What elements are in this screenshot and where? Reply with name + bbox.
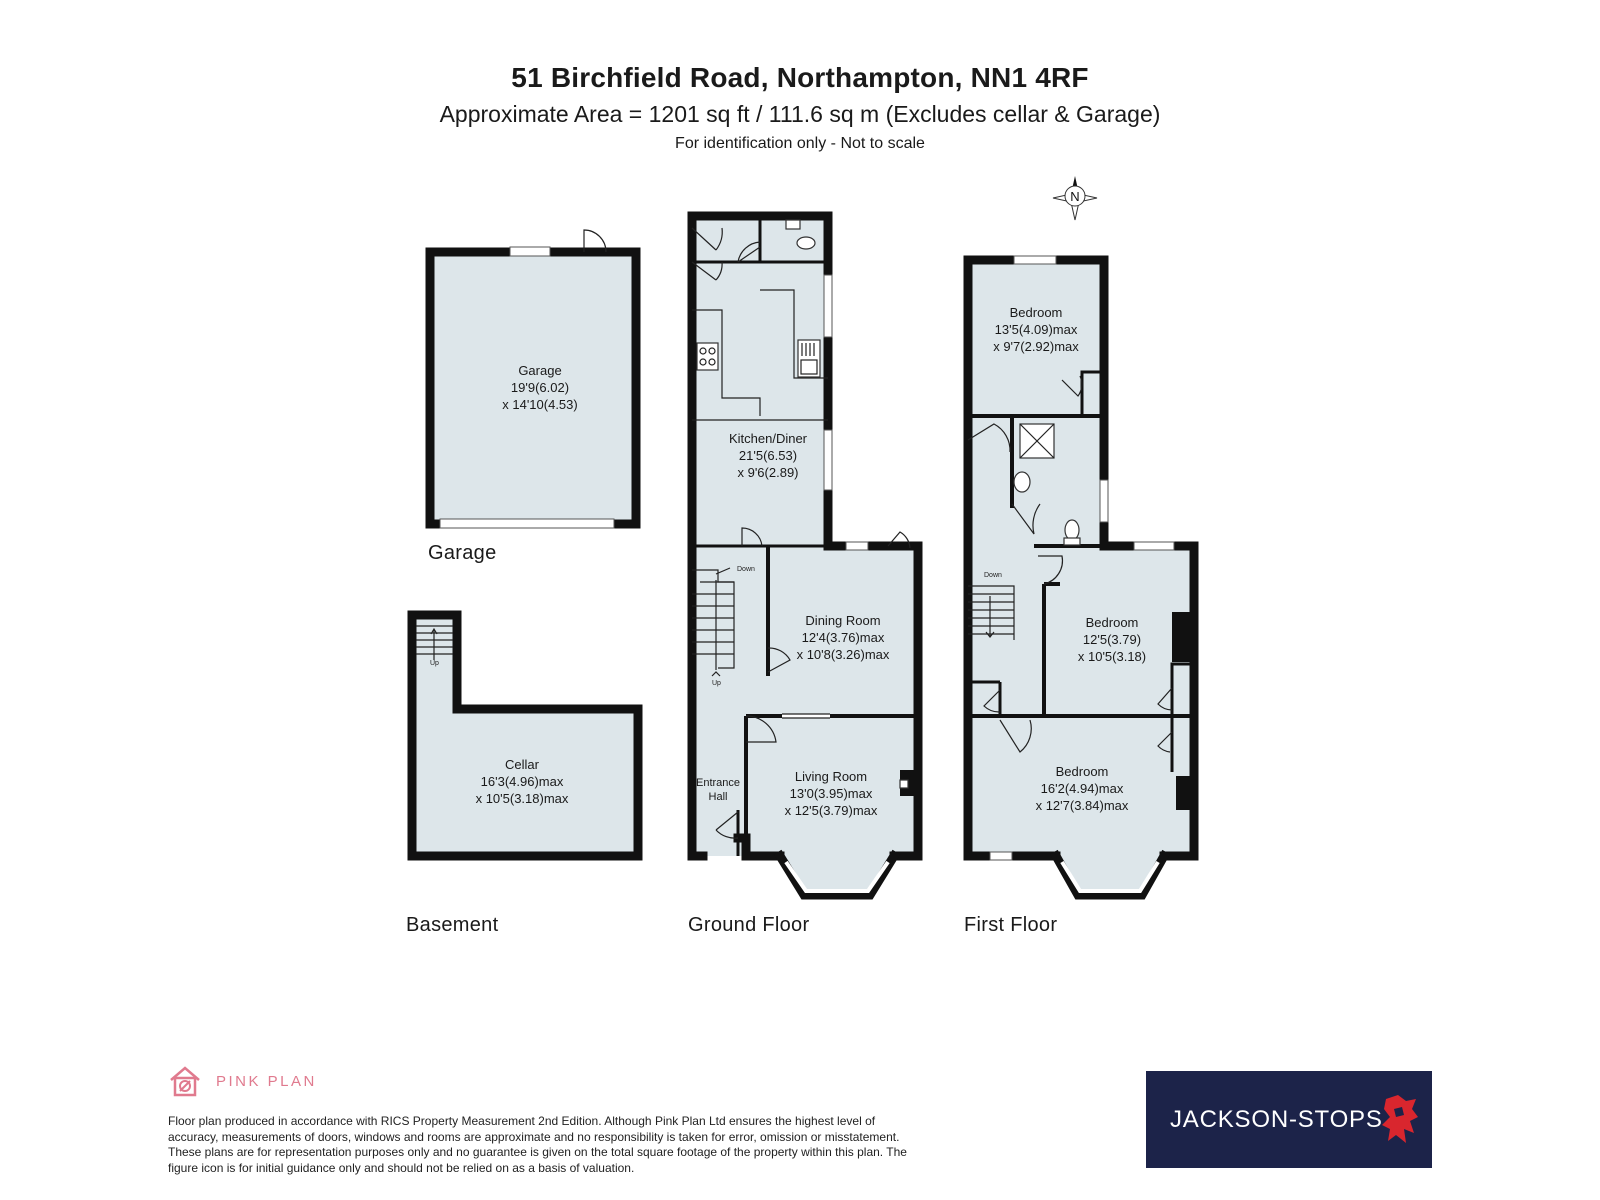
room-label-bedroom-1: Bedroom 13'5(4.09)max x 9'7(2.92)max	[993, 305, 1079, 354]
floor-label-ground: Ground Floor	[688, 914, 810, 936]
stair-label-first-down: Down	[984, 572, 1002, 579]
room-label-garage: Garage 19'9(6.02) x 14'10(4.53)	[502, 363, 578, 412]
floor-label-garage: Garage	[428, 542, 497, 564]
room-label-kitchen: Kitchen/Diner 21'5(6.53) x 9'6(2.89)	[728, 431, 808, 480]
agent-name: JACKSON-STOPS	[1170, 1106, 1383, 1133]
stair-label-ground-down: Down	[737, 566, 755, 573]
plan-title: 51 Birchfield Road, Northampton, NN1 4RF	[511, 62, 1089, 93]
disclaimer-text: Floor plan produced in accordance with R…	[168, 1114, 907, 1175]
room-label-living: Living Room 13'0(3.95)max x 12'5(3.79)ma…	[784, 769, 878, 818]
ground-floor-plan	[687, 211, 923, 900]
stair-label-cellar-up: Up	[430, 660, 439, 667]
room-label-dining: Dining Room 12'4(3.76)max x 10'8(3.26)ma…	[796, 613, 890, 662]
pink-plan-brand: PINK PLAN	[216, 1073, 317, 1090]
floor-label-basement: Basement	[406, 914, 499, 936]
room-label-hall: Entrance Hall	[695, 777, 741, 803]
room-label-bedroom-3: Bedroom 16'2(4.94)max x 12'7(3.84)max	[1035, 764, 1129, 813]
compass-icon: N	[1052, 176, 1098, 221]
compass-letter: N	[1070, 189, 1079, 204]
floor-plan-drawing	[407, 211, 1199, 900]
plan-note: For identification only - Not to scale	[675, 135, 925, 152]
agent-logo-box: JACKSON-STOPS	[1146, 1071, 1432, 1168]
plan-subtitle: Approximate Area = 1201 sq ft / 111.6 sq…	[439, 101, 1161, 127]
pink-plan-logo-icon	[170, 1066, 200, 1097]
floor-label-first: First Floor	[964, 914, 1058, 936]
jackson-stops-fox-icon	[1382, 1095, 1418, 1143]
stair-label-ground-up: Up	[712, 680, 721, 687]
garage-plan	[425, 229, 641, 529]
room-label-bedroom-2: Bedroom 12'5(3.79) x 10'5(3.18)	[1077, 615, 1147, 664]
cellar-plan	[407, 610, 643, 861]
room-label-cellar: Cellar 16'3(4.96)max x 10'5(3.18)max	[475, 757, 569, 806]
first-floor-plan	[963, 255, 1199, 900]
